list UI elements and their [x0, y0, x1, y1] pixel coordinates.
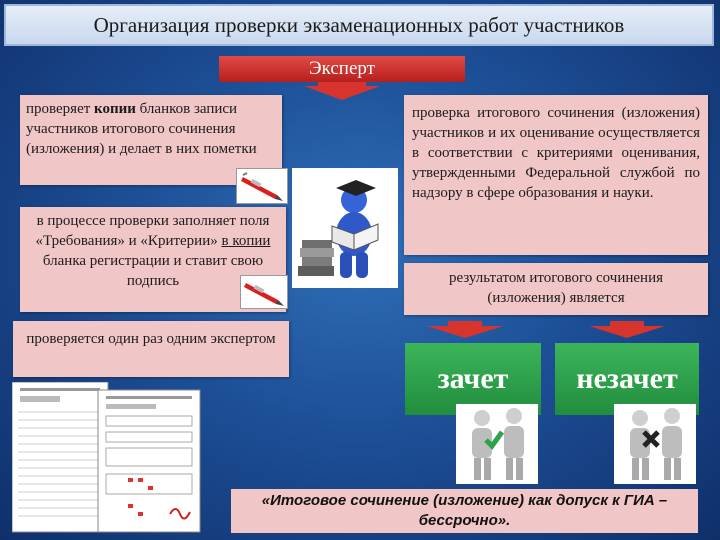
left-box-fields-part2: бланка регистрации и ставит свою подпись	[42, 253, 264, 289]
fail-down-arrow-icon	[589, 326, 665, 338]
result-fail: незачет	[555, 343, 699, 415]
expert-down-arrow-icon	[304, 86, 380, 100]
footer-note: «Итоговое сочинение (изложение) как допу…	[231, 489, 698, 533]
left-box-once: проверяется один раз одним экспертом	[13, 321, 289, 377]
left-box-fields-part1: в процессе проверки заполняет поля «Треб…	[35, 213, 270, 249]
pass-arrow-stem	[448, 321, 482, 326]
left-box-copies-prefix: проверяет	[26, 101, 95, 117]
expert-banner: Эксперт	[219, 56, 465, 82]
fail-arrow-stem	[610, 321, 644, 326]
handshake-cross-image	[614, 404, 696, 484]
left-box-fields-underlined: в копии	[221, 233, 271, 249]
expert-reading-figure-image	[292, 168, 398, 288]
left-box-fields: в процессе проверки заполняет поля «Треб…	[20, 207, 286, 312]
right-box-result-text: результатом итогового сочинения (изложен…	[448, 270, 664, 306]
left-box-copies-bold: копии	[94, 101, 136, 117]
left-box-once-text: проверяется один раз одним экспертом	[26, 331, 276, 347]
result-pass: зачет	[405, 343, 541, 415]
expert-arrow-stem	[318, 82, 366, 86]
handshake-check-image	[456, 404, 538, 484]
page-title: Организация проверки экзаменационных раб…	[4, 4, 714, 46]
exam-forms-image	[11, 381, 204, 534]
pen-icon-2	[240, 275, 288, 309]
right-box-result: результатом итогового сочинения (изложен…	[404, 263, 708, 315]
pen-icon	[236, 168, 288, 204]
pass-down-arrow-icon	[427, 326, 503, 338]
right-box-criteria: проверка итогового сочинения (изложения)…	[404, 95, 708, 255]
right-box-criteria-text: проверка итогового сочинения (изложения)…	[412, 105, 700, 201]
left-box-copies-rest: бланков записи участников итогового сочи…	[26, 101, 257, 157]
